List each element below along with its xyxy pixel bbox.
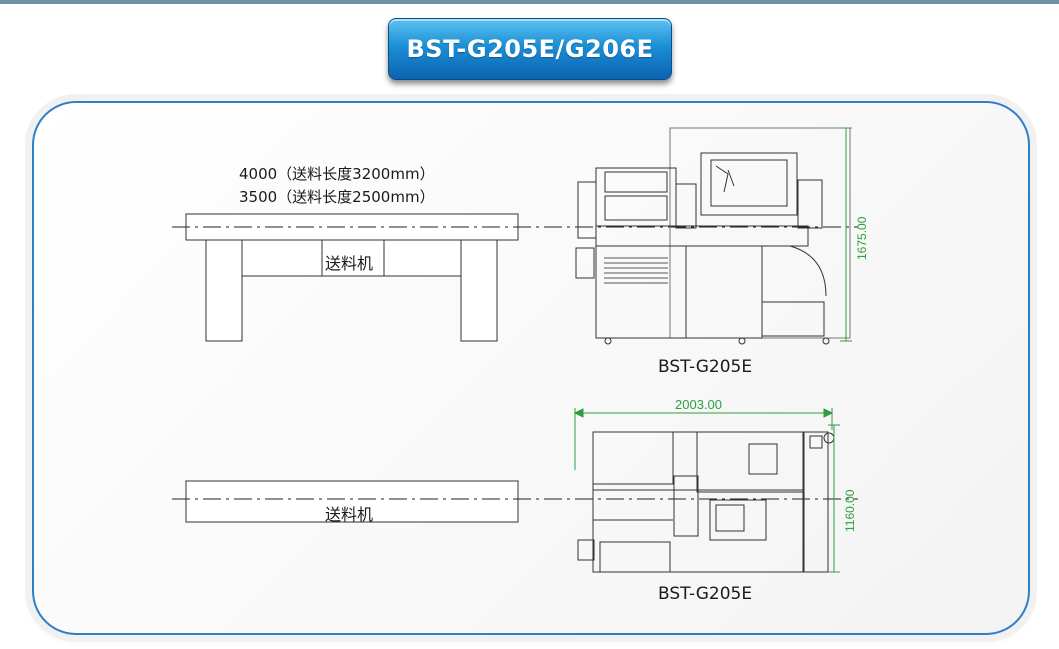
top-machine-label: BST-G205E <box>658 584 753 604</box>
title-badge: BST-G205E/G206E <box>388 18 672 80</box>
page-title: BST-G205E/G206E <box>406 35 654 63</box>
side-machine-label: BST-G205E <box>658 357 753 377</box>
top-feeder <box>185 480 519 523</box>
bar-length-3200: 4000（送料长度3200mm） <box>239 165 435 183</box>
bar-length-2500: 3500（送料长度2500mm） <box>239 188 435 206</box>
top-rule <box>0 0 1059 4</box>
side-machine <box>575 127 852 345</box>
depth-dimension: 1160.00 <box>843 489 857 533</box>
side-feeder-label: 送料机 <box>325 254 374 273</box>
width-dimension: 2003.00 <box>675 397 722 412</box>
top-machine <box>573 408 840 573</box>
drawing-panel <box>32 101 1030 635</box>
side-feeder <box>185 213 519 342</box>
height-dimension: 1675.00 <box>855 216 869 260</box>
top-feeder-label: 送料机 <box>325 505 374 524</box>
